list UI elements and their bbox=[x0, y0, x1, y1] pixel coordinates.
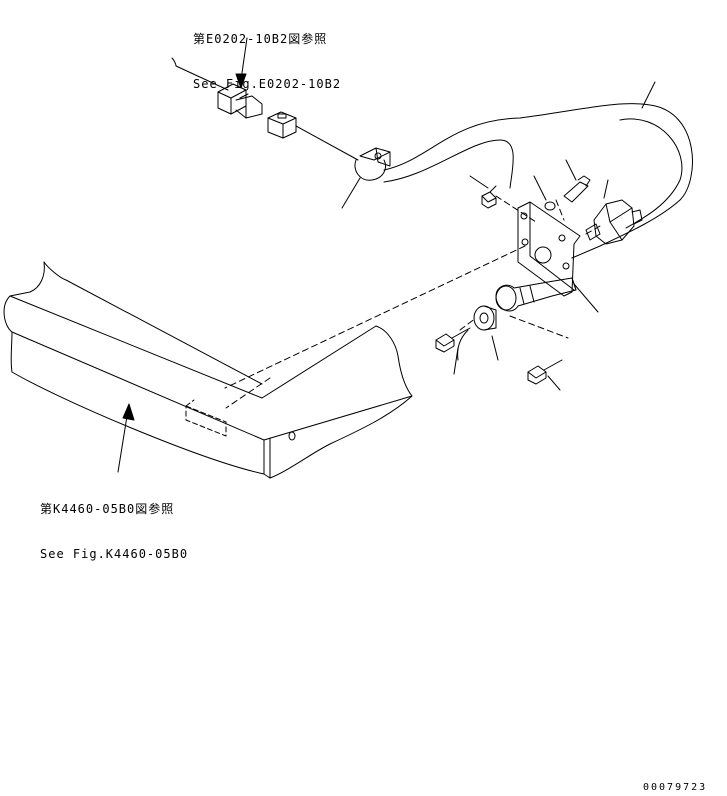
screw-lower bbox=[527, 359, 563, 391]
leader-arrow-bottom bbox=[117, 403, 135, 473]
reference-label-top: 第E0202-10B2図参照 See Fig.E0202-10B2 bbox=[193, 2, 341, 107]
sensor-rod bbox=[495, 277, 599, 313]
reference-bottom-en: See Fig.K4460-05B0 bbox=[40, 547, 189, 561]
reference-top-en: See Fig.E0202-10B2 bbox=[193, 77, 342, 91]
nut bbox=[473, 305, 499, 361]
connector-female bbox=[267, 111, 297, 139]
washer bbox=[533, 175, 556, 211]
screw-small bbox=[469, 175, 497, 209]
wire-harness bbox=[383, 81, 693, 259]
mounting-plate bbox=[517, 201, 581, 297]
reference-label-bottom: 第K4460-05B0図参照 See Fig.K4460-05B0 bbox=[40, 472, 188, 577]
reference-top-jp: 第E0202-10B2図参照 bbox=[193, 32, 328, 46]
wire-stub bbox=[171, 57, 229, 91]
bolt bbox=[563, 159, 591, 203]
alignment-lines bbox=[224, 195, 601, 409]
switch-unit bbox=[585, 179, 643, 245]
screw-lower-left bbox=[435, 327, 471, 375]
wire-segment bbox=[295, 125, 359, 161]
leader-arrow-top bbox=[235, 37, 248, 89]
connector-male bbox=[217, 83, 263, 119]
wire-clip bbox=[341, 147, 391, 209]
cover-panel bbox=[3, 261, 413, 479]
drawing-code: 00079723 bbox=[643, 782, 708, 793]
reference-bottom-jp: 第K4460-05B0図参照 bbox=[40, 502, 175, 516]
